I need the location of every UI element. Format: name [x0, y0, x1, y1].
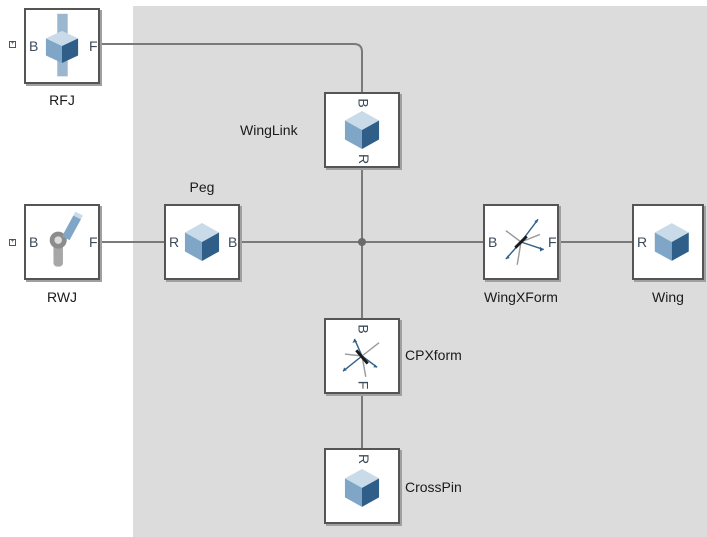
peg-port-b[interactable]: B	[228, 234, 238, 250]
crosspin-block[interactable]: R	[324, 448, 400, 524]
wingxform-block[interactable]: B F	[483, 204, 559, 280]
crosspin-port-r[interactable]: R	[356, 453, 373, 465]
winglink-label: WingLink	[240, 122, 298, 138]
rigid-transform-icon	[505, 218, 544, 265]
wingxform-port-f[interactable]: F	[548, 234, 557, 250]
rwj-port-b[interactable]: B	[29, 234, 39, 250]
revolute-joint-icon	[49, 211, 83, 267]
rfj-block[interactable]: B F	[24, 8, 100, 84]
cpxform-label: CPXform	[405, 347, 462, 363]
solid-cube-icon	[184, 223, 220, 261]
junction-dot	[358, 238, 366, 246]
rigid-transform-icon	[342, 338, 380, 377]
solid-cube-icon	[654, 223, 689, 261]
rfj-port-b[interactable]: B	[29, 38, 39, 54]
rwj-port-f[interactable]: F	[89, 234, 98, 250]
peg-port-r[interactable]: R	[169, 234, 180, 250]
rfj-label: RFJ	[49, 92, 75, 108]
wingxform-port-b[interactable]: B	[488, 234, 498, 250]
solid-cube-icon	[344, 111, 380, 149]
winglink-port-b[interactable]: B	[355, 98, 372, 108]
cpxform-block[interactable]: B F	[324, 318, 400, 394]
cpxform-port-f[interactable]: F	[355, 380, 372, 390]
wing-port-r[interactable]: R	[637, 234, 648, 250]
rwj-block[interactable]: B F	[24, 204, 100, 280]
rfj-external-port[interactable]	[9, 41, 16, 48]
wingxform-label: WingXForm	[484, 289, 558, 305]
line-rfj-to-winglink	[100, 43, 363, 92]
wing-label: Wing	[652, 289, 684, 305]
rwj-external-port[interactable]	[9, 239, 16, 246]
peg-label: Peg	[189, 179, 215, 195]
crosspin-label: CrossPin	[405, 479, 462, 495]
cpxform-port-b[interactable]: B	[355, 324, 372, 334]
winglink-port-r[interactable]: R	[356, 153, 373, 165]
rwj-label: RWJ	[46, 289, 78, 305]
winglink-block[interactable]: B R	[324, 92, 400, 168]
solid-cube-icon	[344, 468, 380, 507]
wing-block[interactable]: R	[632, 204, 704, 280]
peg-block[interactable]: R B	[164, 204, 240, 280]
rfj-port-f[interactable]: F	[89, 38, 98, 54]
prismatic-joint-icon	[45, 13, 79, 77]
